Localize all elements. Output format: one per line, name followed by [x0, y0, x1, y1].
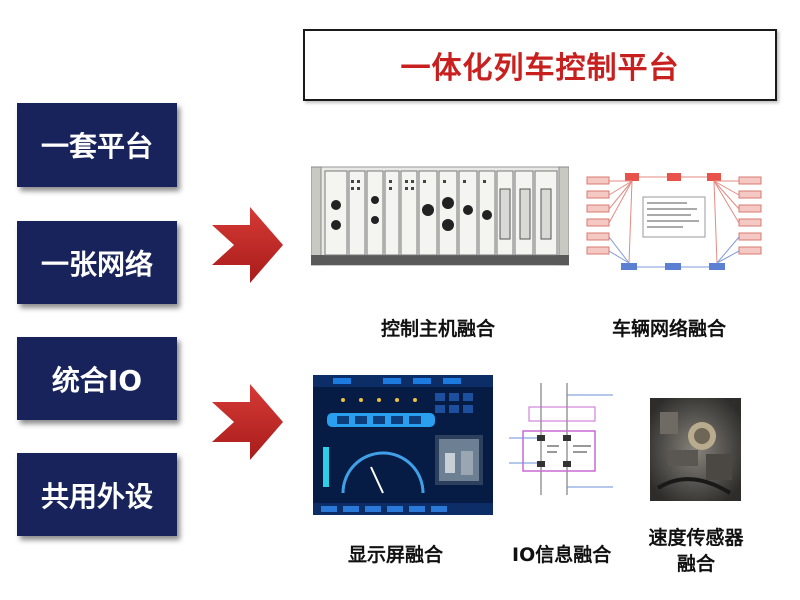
caption-speed-sensor-line1: 速度传感器	[648, 527, 744, 549]
display-screen-image	[313, 375, 493, 515]
caption-speed-sensor: 速度传感器 融合	[644, 525, 748, 577]
item-label: 一张网络	[40, 247, 153, 281]
vehicle-network-diagram-image	[585, 167, 763, 275]
arrow-right-icon	[212, 384, 283, 460]
caption-io: IO信息融合	[512, 544, 612, 566]
caption-control-host: 控制主机融合	[381, 318, 496, 340]
io-schematic-image	[503, 383, 623, 498]
title-box: 一体化列车控制平台	[303, 29, 777, 101]
item-shared-peripherals: 共用外设	[17, 453, 177, 536]
caption-speed-sensor-line2: 融合	[676, 553, 715, 575]
item-label: 一套平台	[40, 130, 153, 163]
speed-sensor-photo-image	[650, 398, 741, 501]
item-label: 共用外设	[40, 479, 153, 513]
page-title: 一体化列车控制平台	[400, 51, 680, 86]
caption-vehicle-network: 车辆网络融合	[612, 318, 727, 340]
arrow-right-icon	[212, 207, 283, 283]
caption-display: 显示屏融合	[348, 544, 444, 566]
control-host-rack-image	[311, 166, 569, 266]
item-one-network: 一张网络	[17, 221, 177, 304]
item-unified-io: 统合IO	[17, 337, 177, 420]
item-label: 统合IO	[51, 363, 143, 397]
item-one-platform: 一套平台	[17, 103, 177, 187]
